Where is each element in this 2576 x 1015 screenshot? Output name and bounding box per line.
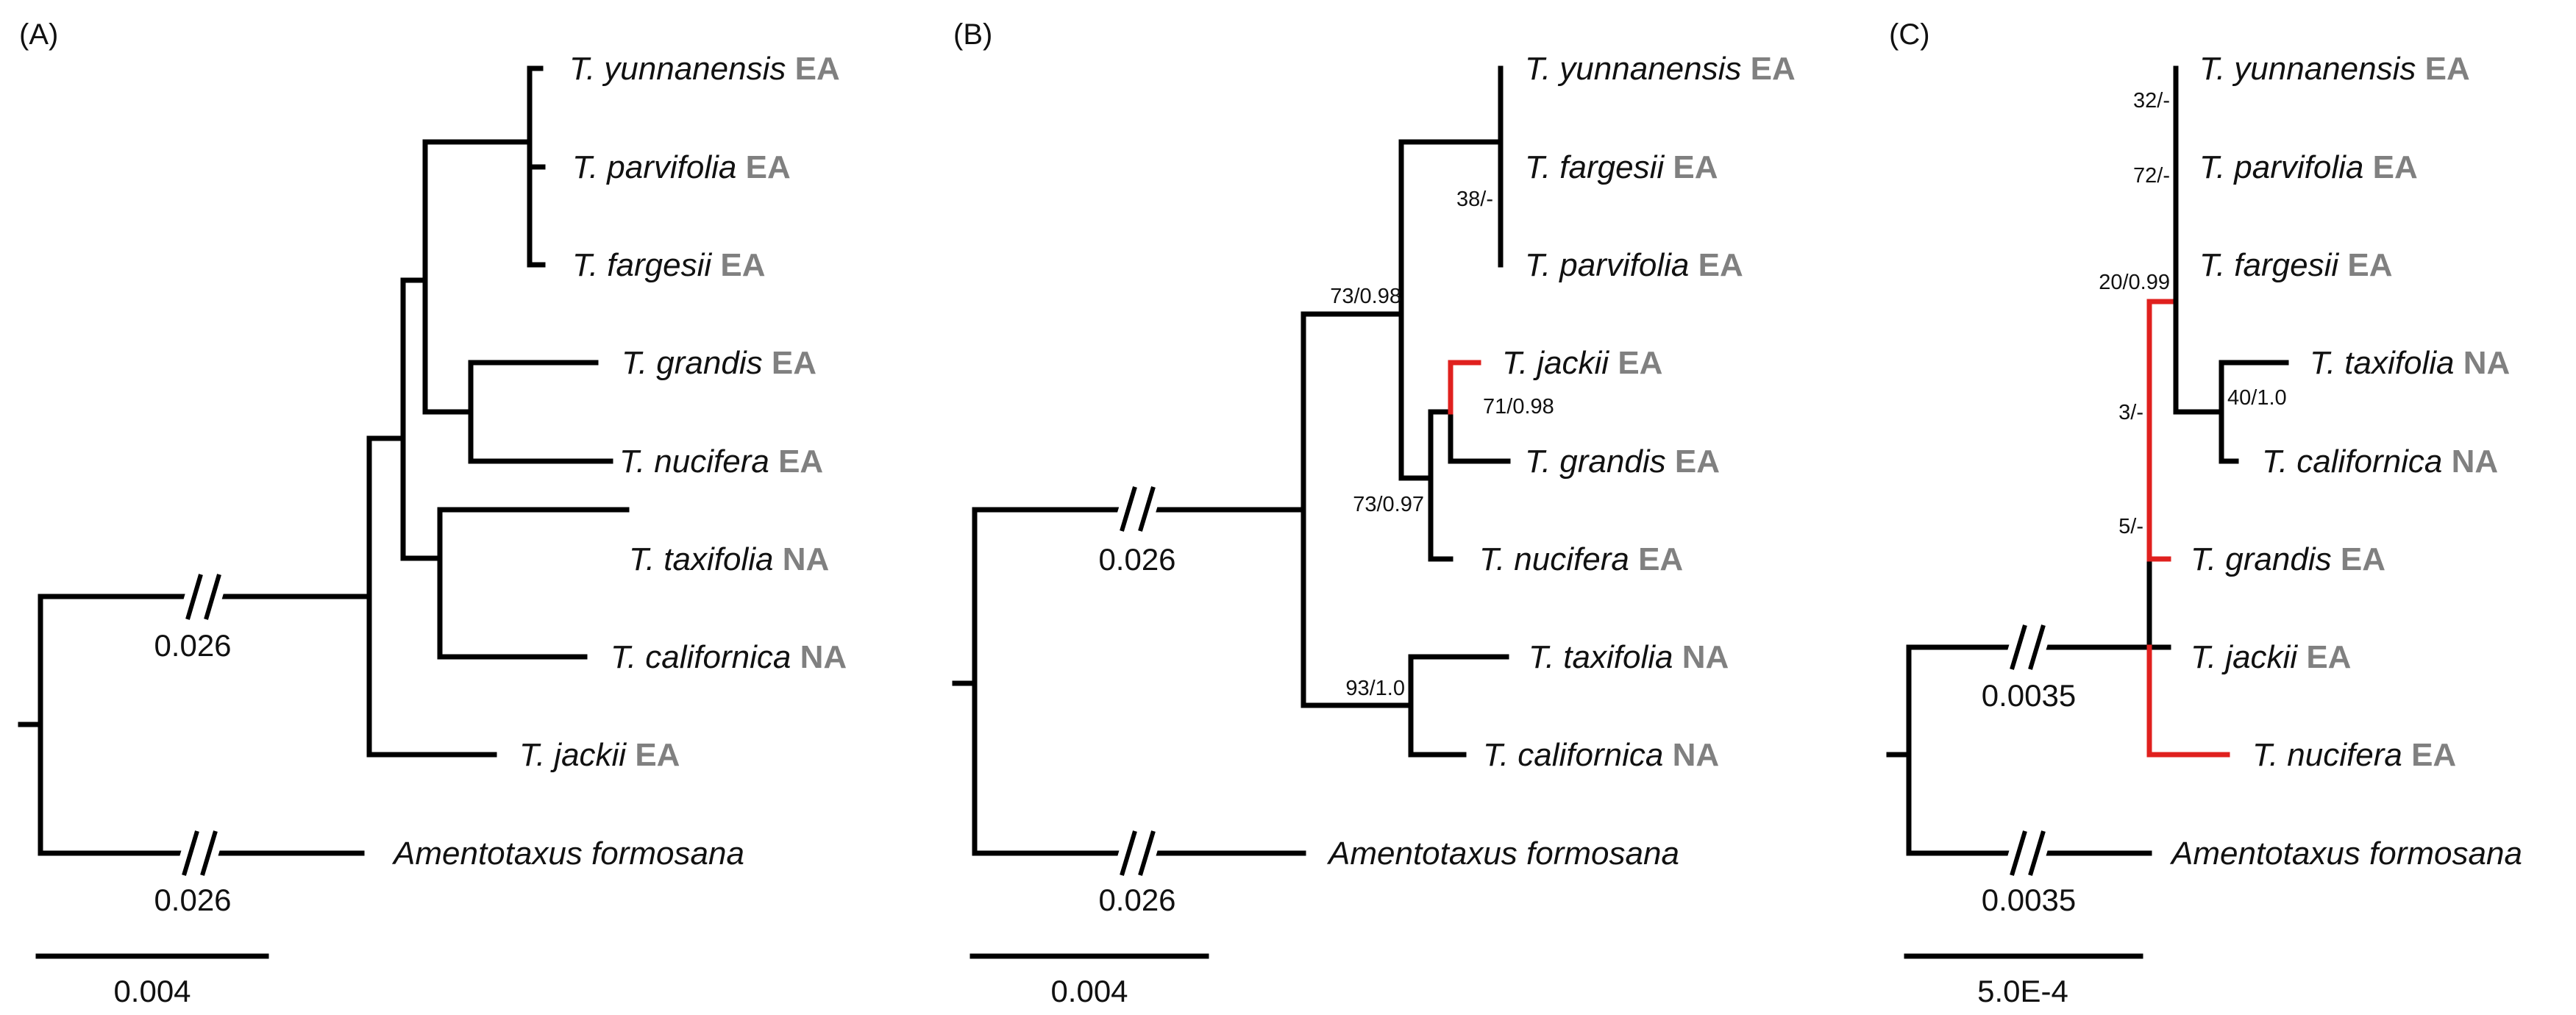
break-length-ingroup: 0.026 (154, 628, 231, 663)
tip-label: T. grandis EA (1525, 444, 1720, 480)
tip-label: T. taxifolia NA (2310, 345, 2510, 381)
scale-bar-label: 0.004 (113, 974, 191, 1008)
tip-label: T. parvifolia EA (2199, 149, 2418, 185)
break-length-ingroup: 0.026 (1098, 542, 1175, 577)
tip-label: T. jackii EA (519, 737, 680, 773)
tip-label: T. parvifolia EA (572, 149, 791, 185)
tip-label: T. parvifolia EA (1525, 247, 1743, 283)
panel-c-label: (C) (1889, 18, 1930, 51)
support-value: 40/1.0 (2227, 386, 2287, 410)
break-mark-outgroup (182, 830, 218, 876)
tip-label: T. californica NA (1483, 737, 1719, 773)
support-value: 93/1.0 (1345, 677, 1405, 700)
tip-label: T. grandis EA (622, 345, 816, 381)
break-mark-ingroup (2010, 624, 2046, 670)
panel-c: (C) 0.0035 0.0035 (1886, 18, 2522, 1008)
tip-label: T. yunnanensis EA (2199, 51, 2470, 87)
tip-label: T. taxifolia NA (629, 541, 829, 577)
panel-c-branches (1886, 65, 2289, 856)
tip-label: T. grandis EA (2191, 541, 2385, 577)
support-value: 5/- (2118, 515, 2143, 538)
break-length-outgroup: 0.026 (154, 883, 231, 917)
break-mark-outgroup (2010, 830, 2046, 876)
panel-a-tip-labels: T. yunnanensis EA T. parvifolia EA T. fa… (391, 51, 847, 872)
tip-label: T. yunnanensis EA (569, 51, 840, 87)
scale-bar-label: 0.004 (1050, 974, 1128, 1008)
panel-c-support-values: 32/- 72/- 20/0.99 40/1.0 3/- 5/- (2099, 89, 2286, 538)
tip-label: T. jackii EA (1502, 345, 1662, 381)
panel-b-tip-labels: T. yunnanensis EA T. fargesii EA T. parv… (1326, 51, 1796, 872)
panel-b-support-values: 38/- 73/0.98 71/0.98 73/0.97 93/1.0 (1330, 188, 1554, 700)
panel-b: (B) (952, 18, 1796, 1008)
break-mark-ingroup (185, 574, 221, 620)
tip-label: Amentotaxus formosana (2169, 836, 2522, 872)
break-mark-outgroup (1120, 830, 1156, 876)
scale-bar-label: 5.0E-4 (1977, 974, 2068, 1008)
tip-label: T. jackii EA (2191, 639, 2351, 675)
break-length-outgroup: 0.026 (1098, 883, 1175, 917)
panel-b-label: (B) (953, 18, 992, 51)
panel-c-branch-breaks (2002, 622, 2053, 878)
support-value: 20/0.99 (2099, 271, 2170, 294)
support-value: 73/0.97 (1353, 493, 1424, 516)
tip-label: T. californica NA (2262, 444, 2498, 480)
tip-label: T. taxifolia NA (1529, 639, 1729, 675)
support-value: 32/- (2133, 89, 2170, 113)
tip-label: T. fargesii EA (2199, 247, 2393, 283)
panel-b-branch-breaks (1112, 484, 1163, 878)
tip-label: T. yunnanensis EA (1525, 51, 1796, 87)
tip-label: T. nucifera EA (2252, 737, 2456, 773)
panel-c-tip-labels: T. yunnanensis EA T. parvifolia EA T. fa… (2169, 51, 2522, 872)
tip-label: T. nucifera EA (1479, 541, 1683, 577)
break-mark-ingroup (1120, 486, 1156, 532)
panel-a-branch-breaks (174, 571, 229, 878)
support-value: 38/- (1456, 188, 1493, 211)
panel-b-branches (952, 65, 1511, 856)
tip-label: T. fargesii EA (1525, 149, 1718, 185)
support-value: 71/0.98 (1483, 395, 1554, 419)
tip-label: T. californica NA (611, 639, 847, 675)
tip-label: T. fargesii EA (572, 247, 766, 283)
panel-a-label: (A) (19, 18, 58, 51)
support-value: 72/- (2133, 164, 2170, 188)
break-length-ingroup: 0.0035 (1982, 678, 2076, 713)
tip-label: T. nucifera EA (619, 444, 823, 480)
support-value: 73/0.98 (1330, 285, 1401, 308)
support-value: 3/- (2118, 401, 2143, 424)
tip-label: Amentotaxus formosana (391, 836, 744, 872)
tip-label: Amentotaxus formosana (1326, 836, 1679, 872)
panel-a: (A) (18, 18, 847, 1008)
break-length-outgroup: 0.0035 (1982, 883, 2076, 917)
panel-a-branches (18, 65, 630, 856)
